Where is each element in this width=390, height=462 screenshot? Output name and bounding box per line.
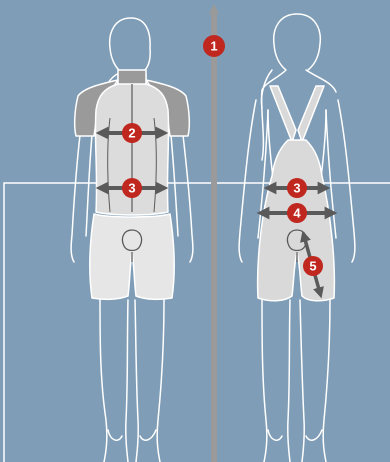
- marker-height: 1: [203, 35, 225, 57]
- marker-waist-front-label: 3: [128, 181, 135, 196]
- bib-strap-right: [298, 86, 324, 142]
- marker-waist-back: 3: [287, 178, 307, 198]
- marker-height-label: 1: [210, 39, 217, 54]
- marker-inseam-label: 5: [309, 259, 316, 274]
- reference-frame-line: [4, 183, 390, 462]
- marker-chest: 2: [122, 123, 142, 143]
- marker-hip-label: 4: [293, 206, 301, 221]
- marker-chest-label: 2: [128, 126, 135, 141]
- marker-hip: 4: [287, 203, 307, 223]
- marker-inseam: 5: [303, 256, 323, 276]
- marker-waist-front: 3: [122, 178, 142, 198]
- jersey-collar: [118, 70, 146, 84]
- bib-strap-left: [270, 86, 296, 142]
- height-bar: [209, 4, 219, 462]
- front-shorts: [90, 214, 174, 299]
- marker-waist-back-label: 3: [293, 181, 300, 196]
